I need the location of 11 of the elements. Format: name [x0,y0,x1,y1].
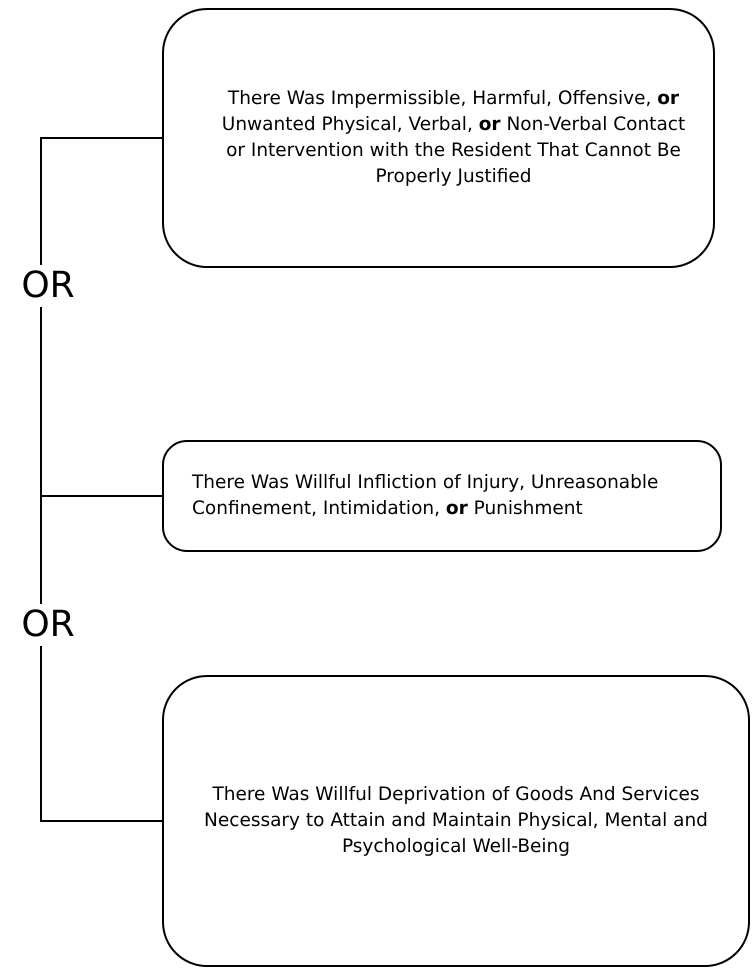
statement-text: There Was Impermissible, Harmful, Offensive, or Unwanted Physical, Verbal, or Non-Verbal Contact or Intervention with the Resident That Cannot Be Properly Justified [220,87,686,189]
bracket-connector [40,495,162,604]
connector-word: OR [18,604,78,646]
bracket-connector [40,137,162,265]
bracket-connector [40,646,162,822]
rounded-box [162,8,715,268]
rounded-box [162,440,722,552]
statement-text: There Was Willful Infliction of Injury, Unreasonable Confinement, Intimidation, or Punishment [192,471,660,521]
rounded-box [162,675,750,967]
statement-text: There Was Willful Deprivation of Goods And Services Necessary to Attain and Maintain Physical, Mental and Psychological Well-Being [203,783,709,859]
connector-word: OR [18,265,78,307]
